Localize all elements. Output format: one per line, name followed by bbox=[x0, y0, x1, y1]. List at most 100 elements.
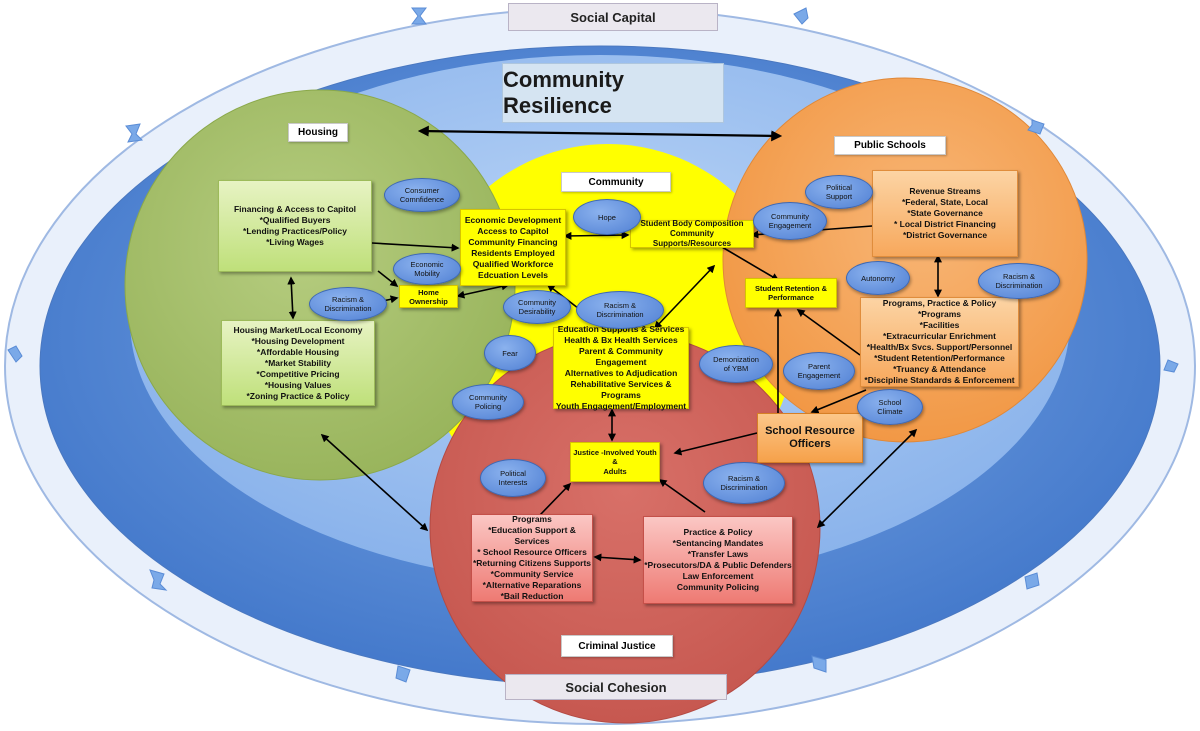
oval-line: School bbox=[878, 398, 902, 407]
economic-development-line: Edcuation Levels bbox=[478, 269, 548, 280]
chevron-icon bbox=[1024, 572, 1040, 590]
oval-line: Racism & bbox=[603, 301, 637, 310]
financing-box: Financing & Access to Capitol *Qualified… bbox=[218, 180, 372, 272]
public-schools-label: Public Schools bbox=[834, 136, 946, 155]
housing-market-line: *Market Stability bbox=[264, 357, 332, 368]
cj-programs-line: Programs bbox=[512, 514, 552, 524]
housing-market-line: *Housing Values bbox=[264, 379, 332, 390]
arrow-education-student bbox=[653, 264, 716, 330]
financing-line: *Qualified Buyers bbox=[259, 215, 331, 225]
oval-line: Desirability bbox=[518, 307, 556, 316]
arrow-econ-student bbox=[563, 231, 630, 240]
ring-chevrons bbox=[7, 7, 1179, 683]
arrow-housing-schools bbox=[417, 125, 783, 142]
arrow-financing-market bbox=[287, 276, 297, 320]
education-supports-line: Rehabilitative Services & Programs bbox=[570, 379, 672, 400]
education-supports-box: Education Supports & Services Health & B… bbox=[553, 324, 689, 411]
chevron-icon bbox=[1027, 119, 1045, 135]
cj-programs-line: *Bail Reduction bbox=[500, 591, 564, 601]
housing-market-line: *Competitive Pricing bbox=[256, 368, 340, 379]
oval-line: Support bbox=[825, 192, 853, 201]
cj-practice-line: Law Enforcement bbox=[682, 571, 754, 581]
school-resource-officers-box: School Resource Officers bbox=[757, 413, 863, 463]
page-title: Community Resilience bbox=[502, 63, 724, 123]
cj-programs-line: *Community Service bbox=[490, 569, 574, 579]
revenue-streams-line: Revenue Streams bbox=[909, 186, 981, 196]
oval-line: Political bbox=[500, 469, 526, 478]
oval-line: Political bbox=[826, 183, 852, 192]
student-retention-box: Student Retention & Performance bbox=[745, 278, 837, 308]
revenue-streams-box: Revenue Streams *Federal, State, Local *… bbox=[872, 170, 1018, 257]
fear-oval: Fear bbox=[484, 335, 536, 371]
oval-line: Community bbox=[518, 298, 556, 307]
oval-line: Discrimination bbox=[324, 304, 372, 313]
revenue-streams-line: *State Governance bbox=[907, 208, 983, 218]
housing-market-line: *Affordable Housing bbox=[256, 346, 340, 357]
oval-line: Climate bbox=[877, 407, 903, 416]
oval-line: Economic bbox=[410, 260, 444, 269]
racism-schools-oval: Racism &Discrimination bbox=[978, 263, 1060, 299]
programs-practice-line: *Programs bbox=[918, 309, 961, 319]
chevron-icon bbox=[811, 655, 827, 673]
housing-market-box: Housing Market/Local Economy *Housing De… bbox=[221, 320, 375, 406]
student-retention-line: Performance bbox=[768, 293, 814, 302]
programs-practice-line: *Discipline Standards & Enforcement bbox=[864, 375, 1015, 385]
arrow-financing-home bbox=[377, 270, 399, 287]
programs-practice-line: *Health/Bx Svcs. Support/Personnel bbox=[866, 342, 1013, 352]
justice-youth-line: & bbox=[612, 457, 618, 467]
chevron-icon bbox=[395, 665, 411, 683]
oval-line: Racism & bbox=[331, 295, 365, 304]
cj-practice-line: Practice & Policy bbox=[683, 527, 753, 537]
oval-line: Racism & bbox=[1002, 272, 1036, 281]
oval-line: Fear bbox=[502, 348, 518, 358]
oval-line: Engagement bbox=[797, 371, 841, 380]
economic-development-line: Qualified Workforce bbox=[472, 258, 554, 269]
autonomy-oval: Autonomy bbox=[846, 261, 910, 295]
financing-line: Financing & Access to Capitol bbox=[233, 204, 356, 214]
cj-practice-line: Community Policing bbox=[676, 582, 760, 592]
home-ownership-box: Home Ownership bbox=[399, 285, 458, 308]
arrow-programs-sro bbox=[810, 389, 867, 414]
oval-line: Autonomy bbox=[861, 273, 895, 283]
arrow-financing-econ bbox=[371, 242, 460, 252]
education-supports-line: Youth Engagement/Employment bbox=[555, 401, 687, 411]
housing-market-line: *Zoning Practice & Policy bbox=[246, 390, 350, 401]
oval-line: Mobility bbox=[414, 269, 440, 278]
student-body-box: Student Body Composition Community Suppo… bbox=[630, 219, 754, 248]
arrow-schools-cj bbox=[816, 428, 918, 529]
arrow-cjprograms-cjpractice bbox=[593, 553, 642, 564]
oval-line: Discrimination bbox=[720, 483, 768, 492]
social-cohesion-label: Social Cohesion bbox=[505, 674, 727, 700]
education-supports-line: Education Supports & Services bbox=[557, 324, 685, 334]
arrow-programs-retention bbox=[796, 309, 861, 356]
economic-development-box: Economic Development Access to Capitol C… bbox=[460, 209, 566, 286]
economic-development-line: Community Financing bbox=[468, 236, 558, 247]
oval-line: Racism & bbox=[727, 474, 761, 483]
oval-line: Policing bbox=[474, 402, 502, 411]
oval-line: Comnfidence bbox=[399, 195, 445, 204]
arrow-sro-justice bbox=[673, 432, 758, 456]
programs-practice-line: *Student Retention/Performance bbox=[874, 353, 1005, 363]
arrow-cjprograms-justice bbox=[539, 482, 572, 516]
education-supports-line: Alternatives to Adjudication bbox=[564, 368, 678, 378]
revenue-streams-line: * Local District Financing bbox=[893, 219, 997, 229]
oval-line: Community bbox=[771, 212, 809, 221]
justice-youth-line: Adults bbox=[603, 466, 627, 476]
justice-youth-box: Justice -Involved Youth & Adults bbox=[570, 442, 660, 482]
economic-development-line: Residents Employed bbox=[471, 247, 555, 258]
cj-practice-line: *Sentancing Mandates bbox=[672, 538, 764, 548]
oval-line: Discrimination bbox=[596, 310, 644, 319]
arrow-student-retention bbox=[721, 246, 780, 281]
programs-practice-line: *Extracurricular Enrichment bbox=[883, 331, 996, 341]
cj-programs-line: *Returning Citizens Supports bbox=[472, 558, 592, 568]
oval-line: Community bbox=[469, 393, 507, 402]
criminal-justice-label: Criminal Justice bbox=[561, 635, 673, 657]
justice-youth-line: Justice -Involved Youth bbox=[573, 447, 657, 457]
cj-programs-line: *Alternative Reparations bbox=[482, 580, 582, 590]
